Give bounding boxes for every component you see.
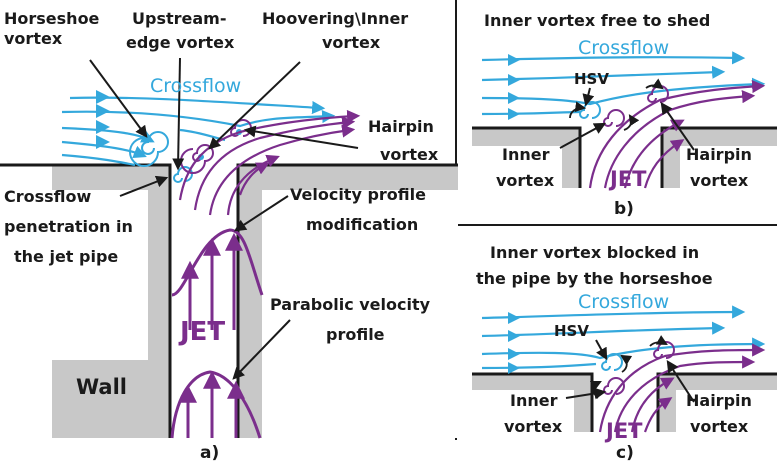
label-hairpin-line1-b: Hairpin <box>686 145 752 164</box>
panel-id-c: c) <box>616 443 634 463</box>
label-inner-line2-b: vortex <box>496 171 555 190</box>
inner-vortex-spiral-b <box>603 109 625 127</box>
label-crossflow-a: Crossflow <box>150 75 241 97</box>
label-hoovering-line1: Hoovering\Inner <box>262 9 408 28</box>
label-velmod-line1: Velocity profile <box>290 185 426 204</box>
label-jet-a: JET <box>178 317 225 347</box>
label-penetration-line2: penetration in <box>4 217 133 236</box>
label-inner-line1-b: Inner <box>502 145 550 164</box>
label-hsv-b: HSV <box>574 70 609 88</box>
crossflow-arrows <box>96 90 110 149</box>
wall-right-shape <box>238 165 458 438</box>
jet-streamlines <box>178 109 361 216</box>
jet-streamlines-c <box>598 343 766 433</box>
label-wall: Wall <box>76 375 127 399</box>
title-c-line2: the pipe by the horseshoe <box>476 269 713 288</box>
label-inner-line1-c: Inner <box>510 391 558 410</box>
label-upstream-line2: edge vortex <box>126 33 235 52</box>
hairpin-vortex-spiral-b <box>647 85 669 103</box>
label-crossflow-c: Crossflow <box>578 291 669 313</box>
label-crossflow-b: Crossflow <box>578 37 669 59</box>
label-horseshoe-line2: vortex <box>4 29 63 48</box>
leader-arrows-b <box>559 87 695 151</box>
label-hoovering-line2: vortex <box>322 33 381 52</box>
label-hairpin-line2-c: vortex <box>690 417 749 436</box>
label-jet-b: JET <box>608 167 647 191</box>
panel-id-a: a) <box>200 443 219 463</box>
wall-c <box>472 374 777 432</box>
label-hairpin-line2-b: vortex <box>690 171 749 190</box>
velocity-profile-modified <box>171 228 264 330</box>
label-parabolic-line1: Parabolic velocity <box>270 295 431 314</box>
label-hairpin-line2-a: vortex <box>380 145 439 164</box>
label-velmod-line2: modification <box>306 215 418 234</box>
label-parabolic-line2: profile <box>326 325 385 344</box>
leader-arrows-c <box>565 339 695 403</box>
wall-right <box>238 165 458 438</box>
wall-outline <box>0 163 458 438</box>
wall-b <box>472 128 777 188</box>
wall-outline-c <box>472 372 777 432</box>
panel-a: Horseshoe vortex Upstream- edge vortex H… <box>0 9 458 463</box>
panel-c: Inner vortex blocked in the pipe by the … <box>472 243 777 463</box>
upstream-edge-vortex <box>173 166 193 183</box>
title-c-line1: Inner vortex blocked in <box>490 243 699 262</box>
label-inner-line2-c: vortex <box>504 417 563 436</box>
label-hairpin-line1-a: Hairpin <box>368 117 434 136</box>
label-hsv-c: HSV <box>554 322 589 340</box>
title-b: Inner vortex free to shed <box>484 11 710 30</box>
label-penetration-line1: Crossflow <box>4 187 92 206</box>
leader-arrows-a <box>89 57 359 380</box>
label-jet-c: JET <box>604 419 643 443</box>
label-horseshoe-line1: Horseshoe <box>4 9 100 28</box>
crossflow-arrows-b <box>508 54 520 120</box>
wall-outline-b <box>472 126 777 188</box>
inner-vortex-spiral-c <box>603 377 625 395</box>
panel-b: Inner vortex free to shed Crossflow HSV … <box>472 11 777 219</box>
wall-left <box>52 165 170 438</box>
label-hairpin-line1-c: Hairpin <box>686 391 752 410</box>
label-penetration-line3: the jet pipe <box>14 247 118 266</box>
rotation-arrows-b <box>569 78 664 131</box>
label-upstream-line1: Upstream- <box>132 9 226 28</box>
crossflow-streamlines-b <box>481 51 766 116</box>
velocity-profile-parabolic <box>170 370 262 439</box>
horseshoe-vortex-spiral <box>129 131 169 167</box>
panel-id-b: b) <box>614 199 634 219</box>
crossflow-arrows-c <box>508 312 520 374</box>
